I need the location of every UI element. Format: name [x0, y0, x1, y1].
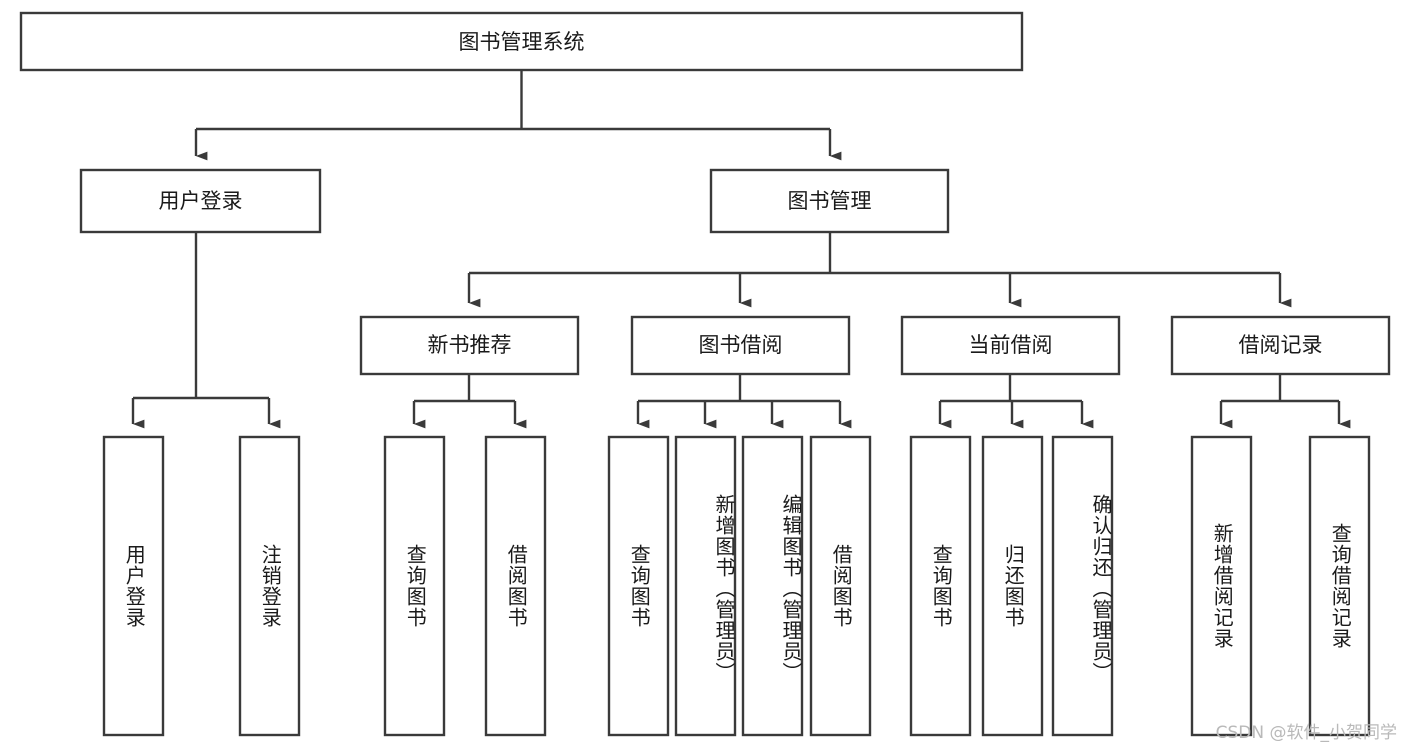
leaf-box-query-book-1[interactable] [383, 435, 446, 737]
node-root[interactable]: 图书管理系统 [19, 11, 1024, 72]
leaf-box-borrow-book-1[interactable] [484, 435, 547, 737]
node-book-manage[interactable]: 图书管理 [709, 168, 950, 234]
leaf-box-add-book-admin[interactable] [674, 435, 737, 737]
node-user-login-label: 用户登录 [159, 189, 243, 213]
node-book-borrow-label: 图书借阅 [699, 333, 783, 357]
connector-group-new-book-recommend [412, 374, 527, 429]
connector-group-borrow-record [1219, 374, 1351, 429]
leaf-box-logout[interactable] [238, 435, 301, 737]
connector-group-root [194, 70, 842, 161]
node-current-borrow[interactable]: 当前借阅 [900, 315, 1121, 376]
leaf-box-query-book-3[interactable] [909, 435, 972, 737]
node-user-login[interactable]: 用户登录 [79, 168, 322, 234]
connector-group-book-borrow [636, 374, 852, 429]
leaf-box-query-book-2[interactable] [607, 435, 670, 737]
node-new-book-recommend-label: 新书推荐 [428, 333, 512, 357]
leaf-box-add-borrow-record[interactable] [1190, 435, 1253, 737]
connector-group-book-manage [467, 232, 1292, 308]
connector-group-user-login [131, 232, 281, 429]
node-current-borrow-label: 当前借阅 [969, 333, 1053, 357]
node-current-borrow-box[interactable] [900, 315, 1121, 376]
leaf-box-query-borrow-record[interactable] [1308, 435, 1371, 737]
node-book-manage-label: 图书管理 [788, 189, 872, 213]
node-user-login-box[interactable] [79, 168, 322, 234]
node-borrow-record-label: 借阅记录 [1239, 333, 1323, 357]
node-book-borrow[interactable]: 图书借阅 [630, 315, 851, 376]
leaf-box-confirm-return-admin[interactable] [1051, 435, 1114, 737]
leaf-box-return-book[interactable] [981, 435, 1044, 737]
node-new-book-recommend-box[interactable] [359, 315, 580, 376]
leaf-box-group [102, 435, 1371, 737]
node-book-manage-box[interactable] [709, 168, 950, 234]
node-new-book-recommend[interactable]: 新书推荐 [359, 315, 580, 376]
connector-group-current-borrow [938, 374, 1094, 429]
node-borrow-record-box[interactable] [1170, 315, 1391, 376]
node-root-label: 图书管理系统 [459, 30, 585, 54]
leaf-box-edit-book-admin[interactable] [741, 435, 804, 737]
node-borrow-record[interactable]: 借阅记录 [1170, 315, 1391, 376]
leaf-box-borrow-book-2[interactable] [809, 435, 872, 737]
node-book-borrow-box[interactable] [630, 315, 851, 376]
node-root-box[interactable] [19, 11, 1024, 72]
leaf-box-user-login[interactable] [102, 435, 165, 737]
csdn-watermark: CSDN @软件_小贺同学 [1215, 723, 1397, 743]
